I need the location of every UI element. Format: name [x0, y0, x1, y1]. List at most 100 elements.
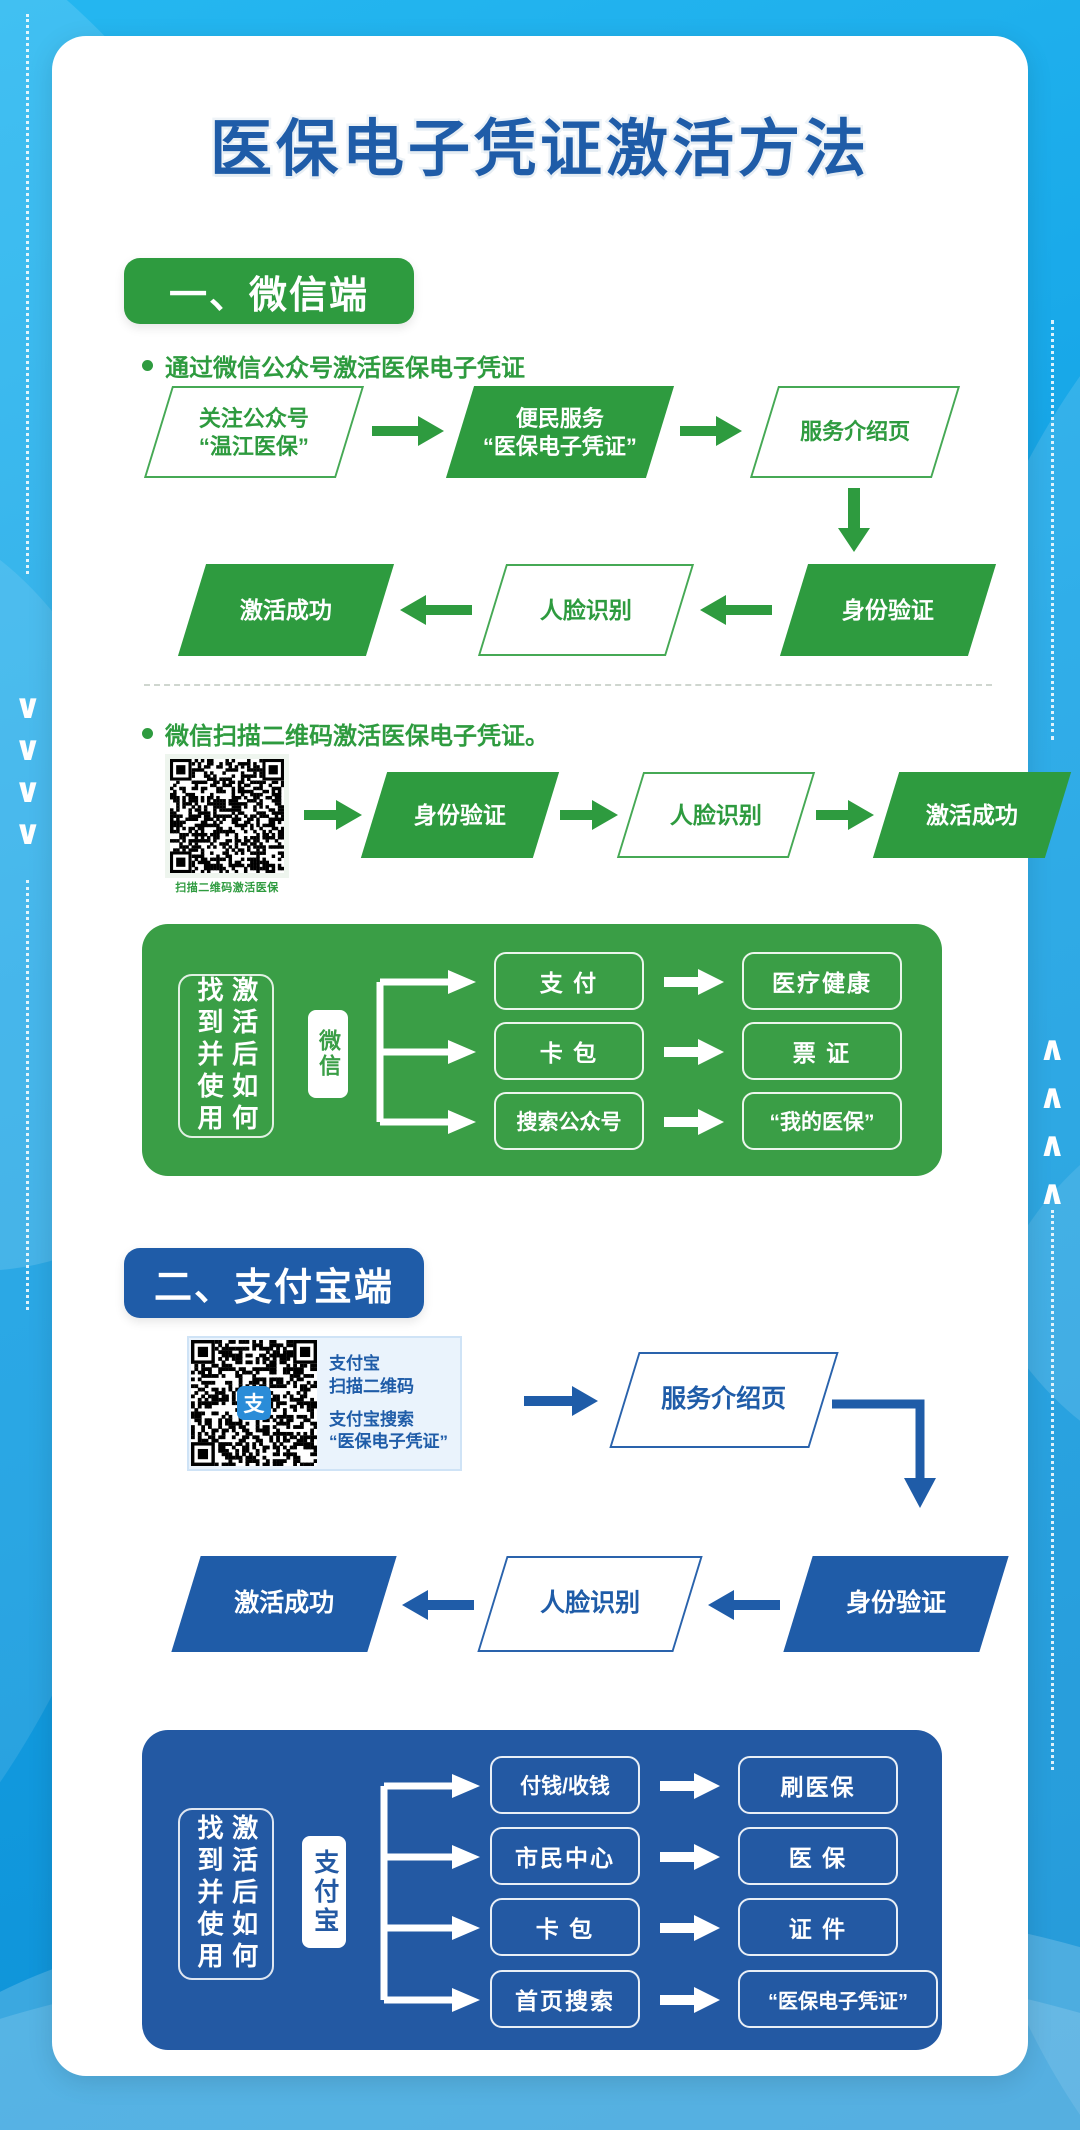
node-line-1: 身份验证: [414, 801, 506, 828]
node-line-1: 激活成功: [233, 1589, 334, 1618]
alipay-step-pay-receive[interactable]: 付钱/收钱: [490, 1756, 640, 1814]
flow2-node-identity-verification[interactable]: 身份验证: [360, 772, 560, 858]
flow2-node-face-recognition[interactable]: 人脸识别: [616, 772, 816, 858]
bullet-label: 微信扫描二维码激活医保电子凭证。: [165, 723, 549, 750]
chevron-up-icon: ∧: [1038, 1173, 1066, 1213]
vertical-label-right: 激活后如何: [228, 1814, 259, 1974]
alipay-target-swipe-insurance[interactable]: 刷医保: [738, 1756, 898, 1814]
section-header-alipay: 二、支付宝端: [124, 1248, 424, 1318]
alipay-flow-node-identity-verification[interactable]: 身份验证: [783, 1556, 1009, 1652]
bullet-wechat-scan-qr: 微信扫描二维码激活医保电子凭证。: [142, 716, 549, 751]
arrow-right-icon: [664, 968, 724, 996]
node-line-1: 身份验证: [842, 596, 934, 623]
alipay-qr-panel[interactable]: 支 支付宝 扫描二维码 支付宝搜索 “医保电子凭证”: [187, 1336, 462, 1471]
node-line-1: 人脸识别: [540, 596, 632, 623]
node-line-1: 关注公众号: [198, 405, 309, 431]
arrow-right-icon: [660, 1772, 720, 1800]
flow-node-follow-official-account[interactable]: 关注公众号 “温江医保”: [143, 386, 365, 478]
decor-dotted-rail-right-top: [1051, 320, 1054, 740]
vertical-label-left: 找到并使用: [194, 976, 224, 1136]
alipay-instr-line-1: 支付宝: [329, 1353, 380, 1373]
section-divider: [144, 684, 992, 686]
alipay-step-citizen-center[interactable]: 市民中心: [490, 1827, 640, 1885]
node-line-1: 身份验证: [845, 1589, 946, 1618]
bullet-label: 通过微信公众号激活医保电子凭证: [165, 355, 525, 382]
poster-card: 医保电子凭证激活方法 一、微信端 通过微信公众号激活医保电子凭证 关注公众号 “…: [52, 36, 1072, 2076]
node-line-1: 人脸识别: [670, 801, 762, 828]
node-line-2: “温江医保”: [198, 433, 309, 458]
node-line-1: 服务介绍页: [799, 419, 910, 445]
flow-node-face-recognition[interactable]: 人脸识别: [477, 564, 695, 656]
vertical-label-right: 激活后如何: [228, 976, 259, 1136]
arrow-right-icon: [816, 798, 874, 832]
arrow-right-icon: [660, 1843, 720, 1871]
arrow-right-icon: [560, 798, 618, 832]
bullet-dot-icon: [142, 728, 153, 739]
vertical-label-left: 找到并使用: [194, 1814, 224, 1974]
alipay-instr-line-3: 支付宝搜索: [329, 1409, 414, 1429]
node-line-1: 激活成功: [926, 801, 1018, 828]
node-line-1: 人脸识别: [539, 1589, 640, 1618]
branch-connector-icon: [376, 970, 476, 1134]
alipay-qr-code[interactable]: 支: [191, 1339, 319, 1468]
alipay-app-badge: 支付宝: [302, 1836, 346, 1948]
arrow-elbow-down-icon: [832, 1399, 936, 1508]
chevron-up-icon: ∧: [1038, 1029, 1066, 1069]
arrow-right-icon: [372, 414, 444, 448]
wechat-target-medical-health[interactable]: 医疗健康: [742, 952, 902, 1010]
section-header-wechat: 一、微信端: [124, 258, 414, 324]
arrow-right-icon: [660, 1986, 720, 2014]
bullet-wechat-official-account: 通过微信公众号激活医保电子凭证: [142, 348, 525, 383]
alipay-flow-node-activate-success[interactable]: 激活成功: [171, 1556, 397, 1652]
chevron-down-icon: ∨: [14, 687, 42, 727]
wechat-target-my-medical-insurance[interactable]: “我的医保”: [742, 1092, 902, 1150]
flow-node-activate-success[interactable]: 激活成功: [177, 564, 395, 656]
node-line-1: 便民服务: [515, 405, 604, 431]
decor-dotted-rail-right-bottom: [1051, 1210, 1054, 1770]
alipay-target-certificates[interactable]: 证 件: [738, 1898, 898, 1956]
chevron-down-icon: ∨: [14, 729, 42, 769]
wechat-step-pay[interactable]: 支 付: [494, 952, 644, 1010]
alipay-step-card-package[interactable]: 卡 包: [490, 1898, 640, 1956]
node-line-2: “医保电子凭证”: [482, 433, 637, 458]
page-title: 医保电子凭证激活方法: [207, 113, 870, 187]
node-line-1: 激活成功: [240, 596, 332, 623]
alipay-instr-line-4: “医保电子凭证”: [329, 1432, 448, 1452]
arrow-right-icon: [664, 1038, 724, 1066]
alipay-target-medical-insurance[interactable]: 医 保: [738, 1827, 898, 1885]
alipay-flow-node-service-intro-page[interactable]: 服务介绍页: [609, 1352, 839, 1448]
wechat-target-tickets[interactable]: 票 证: [742, 1022, 902, 1080]
arrow-left-icon: [700, 593, 772, 627]
wechat-app-label: 微信: [315, 1029, 341, 1079]
chevron-down-icon: ∨: [14, 813, 42, 853]
arrow-left-icon: [708, 1588, 780, 1622]
arrow-left-icon: [400, 593, 472, 627]
arrow-right-icon: [680, 414, 742, 448]
alipay-qr-instructions: 支付宝 扫描二维码 支付宝搜索 “医保电子凭证”: [319, 1353, 460, 1455]
wechat-qr-code[interactable]: [165, 754, 289, 878]
flow2-node-activate-success[interactable]: 激活成功: [872, 772, 1072, 858]
wechat-app-badge: 微信: [308, 1010, 348, 1098]
arrow-left-icon: [402, 1588, 474, 1622]
alipay-usage-panel: 找到并使用 激活后如何 支付宝 付钱/收钱 刷医保 市民中心 医 保 卡 包: [142, 1730, 942, 2050]
arrow-down-icon: [837, 488, 871, 552]
wechat-step-search-official-account[interactable]: 搜索公众号: [494, 1092, 644, 1150]
alipay-step-home-search[interactable]: 首页搜索: [490, 1970, 640, 2028]
alipay-flow-node-face-recognition[interactable]: 人脸识别: [477, 1556, 703, 1652]
chevron-down-icon: ∨: [14, 771, 42, 811]
wechat-step-card-package[interactable]: 卡 包: [494, 1022, 644, 1080]
decor-dotted-rail-left-bottom: [26, 880, 29, 1310]
alipay-target-medical-ecert[interactable]: “医保电子凭证”: [738, 1970, 938, 2028]
qr-code-canvas: [170, 759, 284, 873]
bullet-dot-icon: [142, 360, 153, 371]
wechat-usage-panel: 找到并使用 激活后如何 微信 支 付 医疗健康 卡 包 票 证 搜索公众号: [142, 924, 942, 1176]
decor-dotted-rail-left-top: [26, 14, 29, 574]
flow-node-service-intro-page[interactable]: 服务介绍页: [749, 386, 961, 478]
node-line-1: 服务介绍页: [661, 1385, 787, 1414]
arrow-right-icon: [660, 1914, 720, 1942]
wechat-usage-vertical-label: 找到并使用 激活后如何: [178, 974, 274, 1138]
flow-node-identity-verification[interactable]: 身份验证: [779, 564, 997, 656]
alipay-logo-icon: 支: [237, 1385, 271, 1420]
arrow-right-icon: [664, 1108, 724, 1136]
flow-node-convenience-service[interactable]: 便民服务 “医保电子凭证”: [445, 386, 675, 478]
